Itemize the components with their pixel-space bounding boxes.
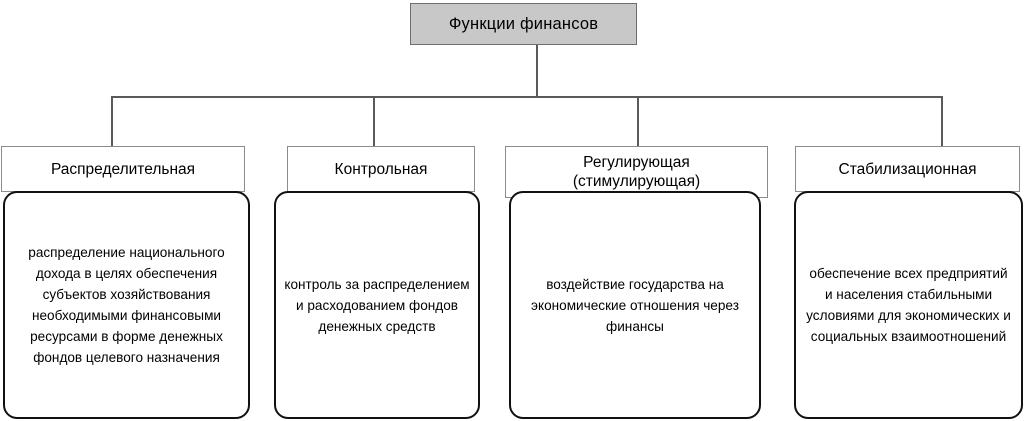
branch-body-text: контроль за распределением и расходовани… xyxy=(284,276,470,334)
branch-column-stabilizing: Стабилизационная обеспечение всех предпр… xyxy=(794,146,1023,419)
branch-header-label-line2: (стимулирующая) xyxy=(572,173,701,190)
branch-body-stabilizing[interactable]: обеспечение всех предприятий и населения… xyxy=(794,191,1023,419)
branch-body-control[interactable]: контроль за распределением и расходовани… xyxy=(274,191,480,419)
branch-header-control[interactable]: Контрольная xyxy=(287,146,475,192)
branch-column-distributive: Распределительная распределение национал… xyxy=(1,146,250,419)
branch-header-label: Распределительная xyxy=(50,160,196,178)
connector-root-vertical xyxy=(536,45,538,97)
connector-drop-branch-4 xyxy=(941,96,943,147)
branch-header-regulating[interactable]: Регулирующая (стимулирующая) xyxy=(505,146,768,198)
branch-header-label: Регулирующая (стимулирующая) xyxy=(573,153,700,191)
root-node-functions-of-finance[interactable]: Функции финансов xyxy=(410,3,637,45)
branch-column-regulating: Регулирующая (стимулирующая) воздействие… xyxy=(505,146,768,419)
branch-header-label: Стабилизационная xyxy=(838,160,977,178)
root-node-label: Функции финансов xyxy=(448,14,599,33)
branch-header-label: Контрольная xyxy=(334,160,428,178)
branch-body-text: распределение национального дохода в цел… xyxy=(28,245,225,365)
branch-body-text: воздействие государства на экономические… xyxy=(531,276,739,334)
connector-drop-branch-1 xyxy=(111,96,113,147)
branch-header-distributive[interactable]: Распределительная xyxy=(1,146,245,192)
connector-drop-branch-2 xyxy=(373,96,375,147)
connector-horizontal-bus xyxy=(111,96,943,98)
branch-column-control: Контрольная контроль за распределением и… xyxy=(274,146,480,419)
branch-body-distributive[interactable]: распределение национального дохода в цел… xyxy=(3,191,250,419)
connector-drop-branch-3 xyxy=(637,96,639,147)
branch-header-label-line1: Регулирующая xyxy=(583,154,690,171)
branch-header-stabilizing[interactable]: Стабилизационная xyxy=(795,146,1020,192)
branch-body-regulating[interactable]: воздействие государства на экономические… xyxy=(509,191,761,419)
branch-body-text: обеспечение всех предприятий и населения… xyxy=(806,266,1011,344)
